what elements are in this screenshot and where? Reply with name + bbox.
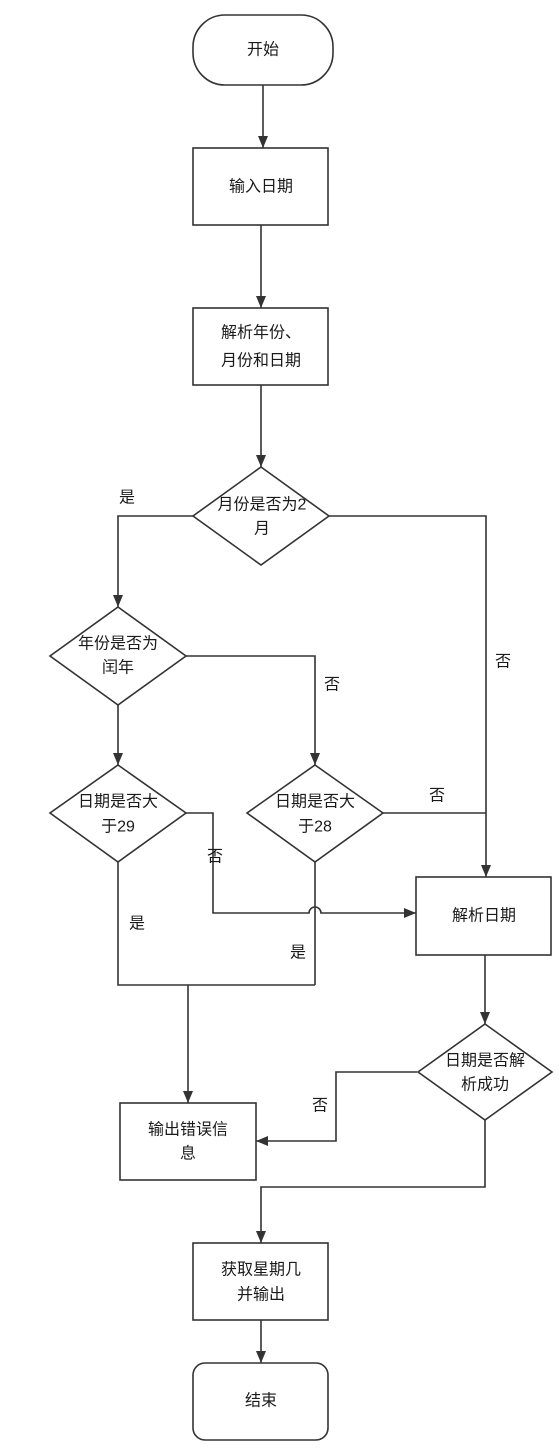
parse-ymd-box xyxy=(192,307,329,386)
is-leap-label-line1: 年份是否为 xyxy=(78,635,158,653)
edge-label-gt29-yes: 是 xyxy=(129,916,145,933)
edge-gt29-yes-merge xyxy=(117,862,315,986)
is-feb-label-line2: 月 xyxy=(254,521,270,538)
is-feb-decision xyxy=(191,466,331,566)
edge-gt29-no-to-parse-date xyxy=(186,812,416,918)
parse-ymd-label-line1: 解析年份、 xyxy=(221,324,301,342)
parse-ok-label-line1: 日期是否解 xyxy=(445,1052,525,1070)
gt29-label-line1: 日期是否大 xyxy=(78,793,158,811)
output-error-box xyxy=(119,1102,257,1181)
input-date-box xyxy=(192,147,329,226)
output-error-label-line1: 输出错误信 xyxy=(148,1121,228,1139)
edge-parse-ok-yes-to-get-weekday xyxy=(256,1120,486,1243)
edge-label-gt29-no: 否 xyxy=(207,849,223,866)
is-feb-label-line1: 月份是否为2 xyxy=(218,496,307,514)
edge-label-gt28-no: 否 xyxy=(429,788,445,805)
edge-label-is-leap-no: 否 xyxy=(324,677,340,694)
parse-date-label: 解析日期 xyxy=(452,907,516,925)
start-terminal-label: 开始 xyxy=(247,41,279,59)
gt28-label-line1: 日期是否大 xyxy=(275,793,355,811)
end-terminal-label: 结束 xyxy=(245,1392,277,1410)
edge-is-feb-yes-to-is-leap xyxy=(113,515,193,607)
edge-label-parse-ok-no: 否 xyxy=(312,1098,328,1115)
start-terminal xyxy=(192,14,334,86)
edge-label-gt28-yes: 是 xyxy=(290,945,306,962)
is-leap-decision xyxy=(48,606,188,706)
gt28-decision xyxy=(245,764,385,863)
output-error-label-line2: 息 xyxy=(180,1145,196,1163)
get-weekday-label-line1: 获取星期几 xyxy=(221,1261,301,1279)
gt29-label-line2: 于29 xyxy=(101,819,135,836)
is-leap-label-line2: 闰年 xyxy=(102,659,134,677)
edge-is-leap-no-to-gt28 xyxy=(186,655,320,765)
edge-label-is-feb-yes: 是 xyxy=(119,490,135,507)
end-terminal xyxy=(192,1362,329,1441)
gt29-decision xyxy=(48,764,188,863)
parse-ok-label-line2: 析成功 xyxy=(461,1076,509,1094)
get-weekday-label-line2: 并输出 xyxy=(237,1286,285,1304)
edge-parse-ok-no-to-output-error xyxy=(256,1071,417,1146)
get-weekday-box xyxy=(192,1242,329,1321)
edge-label-is-feb-no: 否 xyxy=(495,654,511,671)
parse-date-box xyxy=(415,876,552,956)
gt28-label-line2: 于28 xyxy=(298,819,332,836)
input-date-label: 输入日期 xyxy=(229,178,293,196)
parse-ymd-label-line2: 月份和日期 xyxy=(221,352,301,370)
edge-is-feb-no-to-parse-date xyxy=(329,515,491,877)
parse-ok-decision xyxy=(416,1023,554,1121)
